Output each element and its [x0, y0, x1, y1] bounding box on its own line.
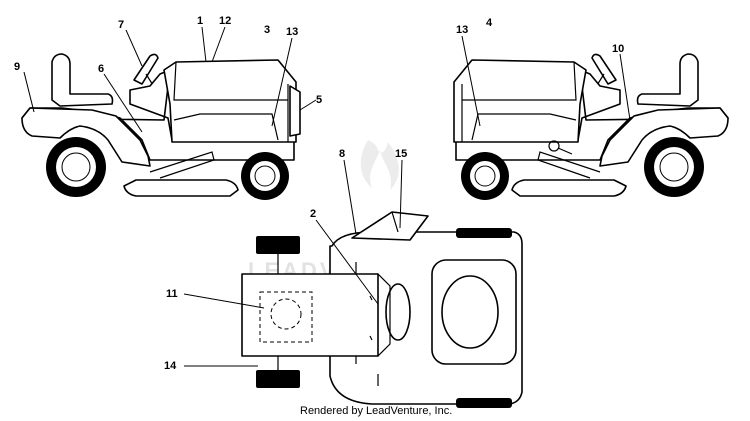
callout-13-right: 13: [456, 24, 468, 36]
callout-12: 12: [219, 15, 231, 27]
callout-13-left: 13: [286, 26, 298, 38]
callout-7: 7: [118, 19, 124, 31]
right-side-view: [453, 53, 729, 200]
callout-9: 9: [14, 61, 20, 73]
callouts: 1 12 7 3 13 9 6 5 13 4 10 8 15 2 11 14: [14, 15, 624, 372]
callout-5: 5: [316, 94, 322, 106]
callout-2: 2: [310, 208, 316, 220]
credit-text: Rendered by LeadVenture, Inc.: [300, 405, 452, 417]
callout-15: 15: [395, 148, 407, 160]
top-view: [241, 211, 523, 408]
callout-3: 3: [264, 24, 270, 36]
callout-14: 14: [164, 360, 177, 372]
leader-lines: [23, 26, 631, 367]
callout-11: 11: [166, 288, 178, 300]
left-side-view: [21, 53, 301, 200]
callout-4: 4: [486, 17, 493, 29]
callout-1: 1: [197, 15, 203, 27]
callout-8: 8: [339, 148, 345, 160]
callout-6: 6: [98, 63, 104, 75]
callout-10: 10: [612, 43, 624, 55]
